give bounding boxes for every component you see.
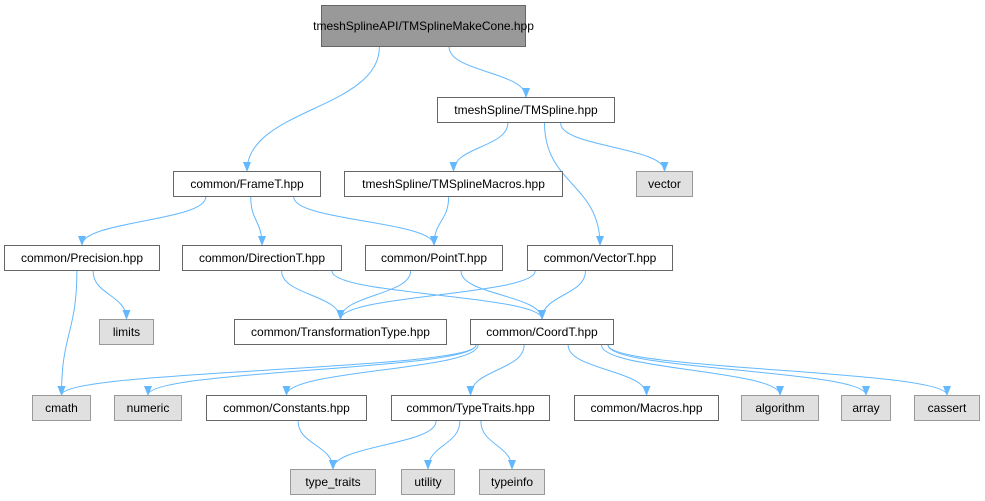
node-array: array <box>841 395 891 421</box>
node-numeric: numeric <box>114 395 182 421</box>
edge-tmspline-to-vector <box>560 122 669 172</box>
edge-tmsplinemacros-to-pointt <box>430 196 450 246</box>
edge-coordt-to-cmath <box>57 344 477 396</box>
edge-vectort-to-coordt <box>538 270 586 320</box>
node-type-traits: type_traits <box>290 469 376 495</box>
node-coordt[interactable]: common/CoordT.hpp <box>470 319 614 345</box>
node-vector: vector <box>636 171 693 197</box>
edge-directiont-to-transformationtype <box>281 270 345 320</box>
node-macros[interactable]: common/Macros.hpp <box>574 395 719 421</box>
node-directiont[interactable]: common/DirectionT.hpp <box>182 245 342 271</box>
edge-vectort-to-transformationtype <box>336 270 536 320</box>
edge-coordt-to-constants <box>282 344 479 396</box>
node-cassert: cassert <box>914 395 980 421</box>
edge-coordt-to-macros <box>567 344 651 396</box>
node-cmath: cmath <box>32 395 91 421</box>
edge-coordt-to-cassert <box>607 344 951 396</box>
edge-constants-to-type_traits <box>297 420 337 470</box>
node-tmsplinemacros[interactable]: tmeshSpline/TMSplineMacros.hpp <box>344 171 563 197</box>
node-tmspline[interactable]: tmeshSpline/TMSpline.hpp <box>437 97 615 123</box>
edge-coordt-to-numeric <box>144 344 477 396</box>
edge-root-to-tmspline <box>448 46 530 98</box>
node-pointt[interactable]: common/PointT.hpp <box>365 245 503 271</box>
edge-tmspline-to-tmsplinemacros <box>449 122 509 172</box>
node-precision[interactable]: common/Precision.hpp <box>4 245 160 271</box>
node-framet[interactable]: common/FrameT.hpp <box>173 171 321 197</box>
edge-pointt-to-transformationtype <box>336 270 412 320</box>
edge-coordt-to-typetraits <box>466 344 525 396</box>
edge-typetraits-to-utility <box>424 420 461 470</box>
edge-root-to-framet <box>243 46 380 172</box>
edge-precision-to-cmath <box>57 270 78 396</box>
node-constants[interactable]: common/Constants.hpp <box>206 395 367 421</box>
node-algorithm: algorithm <box>741 395 819 421</box>
node-utility: utility <box>401 469 455 495</box>
edge-framet-to-pointt <box>293 196 438 246</box>
edge-framet-to-precision <box>78 196 207 246</box>
edge-precision-to-limits <box>92 270 131 320</box>
node-transformationtype[interactable]: common/TransformationType.hpp <box>234 319 447 345</box>
edge-typetraits-to-typeinfo <box>480 420 516 470</box>
edge-coordt-to-array <box>607 344 870 396</box>
node-vectort[interactable]: common/VectorT.hpp <box>527 245 673 271</box>
edge-coordt-to-algorithm <box>601 344 784 396</box>
node-root-header: tmeshSplineAPI/TMSplineMakeCone.hpp <box>313 5 534 47</box>
node-limits: limits <box>99 319 154 345</box>
edge-pointt-to-coordt <box>460 270 546 320</box>
edge-typetraits-to-type_traits <box>329 420 437 470</box>
edge-tmspline-to-vectort <box>544 122 604 246</box>
edge-framet-to-directiont <box>250 196 266 246</box>
node-typetraits[interactable]: common/TypeTraits.hpp <box>391 395 550 421</box>
edges-layer <box>57 46 951 470</box>
node-typeinfo: typeinfo <box>479 469 545 495</box>
